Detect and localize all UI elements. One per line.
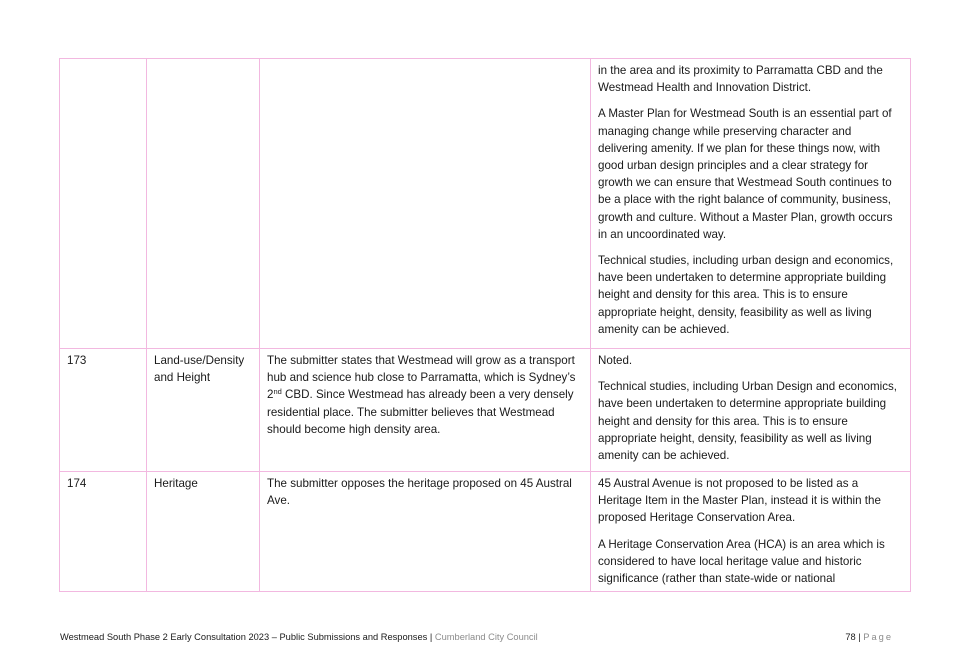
table-row: 173 Land-use/Density and Height The subm… bbox=[59, 348, 911, 472]
response-paragraph: 45 Austral Avenue is not proposed to be … bbox=[598, 477, 881, 525]
response-cell: Noted. Technical studies, including Urba… bbox=[590, 348, 911, 472]
row-number-cell: 174 bbox=[59, 470, 147, 593]
response-paragraph: in the area and its proximity to Parrama… bbox=[598, 64, 883, 95]
table-row: in the area and its proximity to Parrama… bbox=[59, 58, 911, 349]
response-paragraph: Technical studies, including urban desig… bbox=[598, 254, 894, 336]
response-cell: in the area and its proximity to Parrama… bbox=[590, 58, 911, 349]
submission-text: CBD. Since Westmead has already been a v… bbox=[267, 388, 574, 436]
row-number-cell bbox=[59, 58, 147, 349]
topic-cell: Heritage bbox=[146, 470, 260, 593]
ordinal-suffix: nd bbox=[273, 387, 282, 397]
submission-cell: The submitter states that Westmead will … bbox=[259, 348, 591, 472]
page-footer: Westmead South Phase 2 Early Consultatio… bbox=[60, 632, 896, 642]
page-indicator: 78 | Page bbox=[845, 632, 893, 642]
submission-cell: The submitter opposes the heritage propo… bbox=[259, 470, 591, 593]
submission-paragraph: The submitter opposes the heritage propo… bbox=[267, 477, 572, 508]
topic-cell bbox=[146, 58, 260, 349]
organisation-name: Cumberland City Council bbox=[434, 632, 538, 642]
response-cell: 45 Austral Avenue is not proposed to be … bbox=[590, 470, 911, 593]
response-paragraph: Noted. bbox=[598, 354, 633, 367]
document-title: Westmead South Phase 2 Early Consultatio… bbox=[60, 632, 428, 642]
submission-text: The submitter states that Westmead will … bbox=[267, 354, 576, 402]
page-number: 78 bbox=[845, 632, 856, 642]
response-paragraph: A Heritage Conservation Area (HCA) is an… bbox=[598, 537, 885, 586]
response-paragraph: A Master Plan for Westmead South is an e… bbox=[598, 107, 893, 241]
table-row: 174 Heritage The submitter opposes the h… bbox=[59, 470, 911, 593]
submissions-table: in the area and its proximity to Parrama… bbox=[59, 58, 911, 593]
submission-paragraph: The submitter states that Westmead will … bbox=[267, 352, 584, 438]
submission-cell bbox=[259, 58, 591, 349]
page-label: Page bbox=[863, 632, 893, 642]
page-separator: | bbox=[858, 632, 861, 642]
footer-separator: | bbox=[429, 632, 433, 642]
row-number-cell: 173 bbox=[59, 348, 147, 472]
topic-cell: Land-use/Density and Height bbox=[146, 348, 260, 472]
response-paragraph: Technical studies, including Urban Desig… bbox=[598, 380, 898, 463]
